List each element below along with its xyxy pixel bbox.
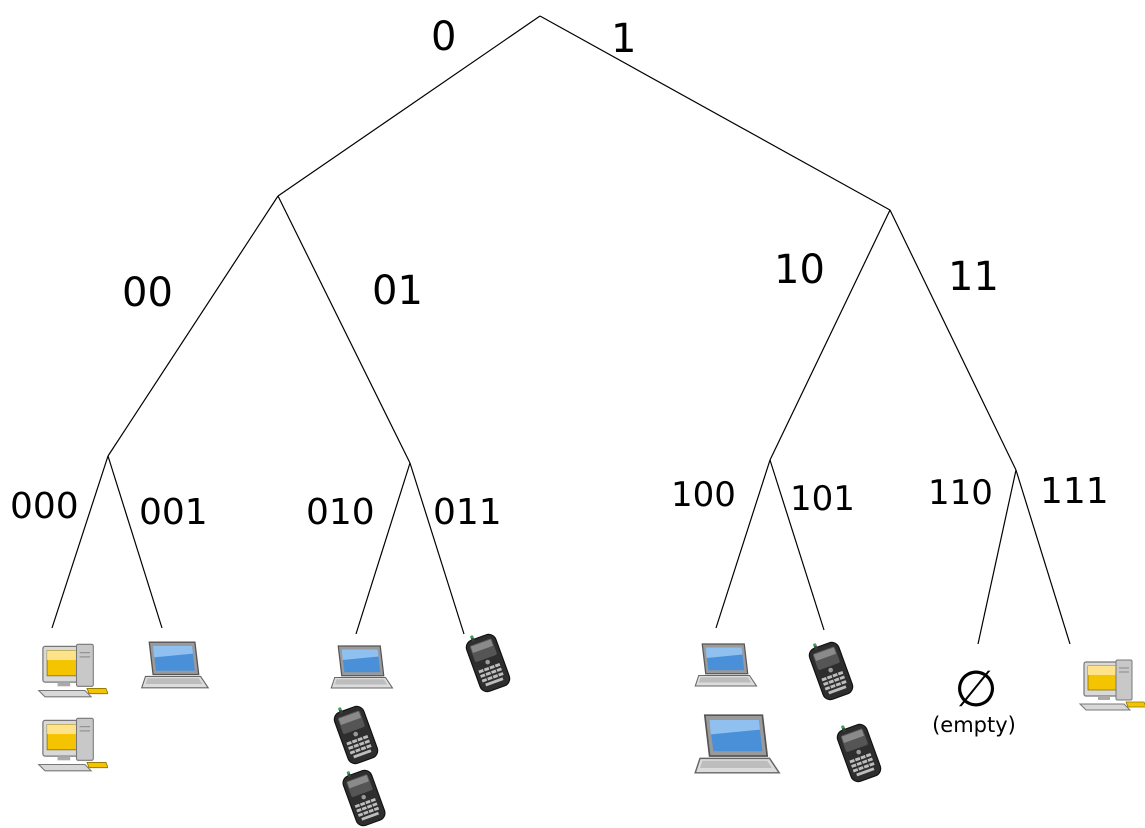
edge-0-01 <box>277 195 411 464</box>
leaf-100 <box>694 643 781 774</box>
smartphone-icon <box>461 632 513 694</box>
label-101: 101 <box>790 479 855 519</box>
edge-01-010 <box>355 462 411 635</box>
edge-01-011 <box>409 462 465 635</box>
label-10: 10 <box>774 247 825 293</box>
edge-1-11 <box>889 209 1017 471</box>
leaf-111 <box>1079 659 1145 711</box>
leaf-010 <box>330 645 394 828</box>
leaf-011 <box>461 632 513 694</box>
leaf-101 <box>805 640 884 784</box>
edge-1-10 <box>769 209 891 461</box>
laptop-icon <box>694 714 781 774</box>
edge-0-00 <box>107 195 279 457</box>
edge-11-111 <box>1015 469 1071 645</box>
label-1: 1 <box>611 16 636 62</box>
label-100: 100 <box>671 475 736 515</box>
label-010: 010 <box>306 492 375 533</box>
desktop-computer-icon <box>38 717 108 772</box>
tree-edges <box>51 15 1071 645</box>
label-111: 111 <box>1040 471 1109 512</box>
leaf-000 <box>38 643 108 772</box>
empty-label: (empty) <box>932 713 1016 737</box>
smartphone-icon <box>805 640 856 702</box>
edge-00-001 <box>107 455 163 629</box>
edge-labels: 0 1 00 01 10 11 000 001 010 011 100 101 … <box>10 14 1109 533</box>
label-0: 0 <box>431 14 456 60</box>
smartphone-icon <box>338 768 388 828</box>
label-11: 11 <box>948 254 999 300</box>
label-110: 110 <box>928 473 993 513</box>
edge-root-0 <box>277 15 541 197</box>
empty-set-icon: ∅ <box>954 660 998 718</box>
smartphone-icon <box>330 704 381 766</box>
label-00: 00 <box>122 270 173 316</box>
label-01: 01 <box>372 268 423 314</box>
laptop-icon <box>694 643 758 687</box>
edge-10-100 <box>715 459 771 629</box>
desktop-computer-icon <box>38 643 108 698</box>
edge-root-1 <box>539 15 891 211</box>
leaf-001 <box>141 641 209 689</box>
label-001: 001 <box>139 492 208 533</box>
label-000: 000 <box>10 486 79 527</box>
edge-10-101 <box>769 459 825 631</box>
edge-00-000 <box>51 455 109 629</box>
laptop-icon <box>141 641 209 689</box>
leaf-110: ∅ (empty) <box>932 660 1016 737</box>
desktop-computer-icon <box>1079 659 1145 711</box>
laptop-icon <box>330 645 394 689</box>
edge-11-110 <box>977 469 1017 645</box>
label-011: 011 <box>433 492 502 533</box>
smartphone-icon <box>833 722 884 784</box>
